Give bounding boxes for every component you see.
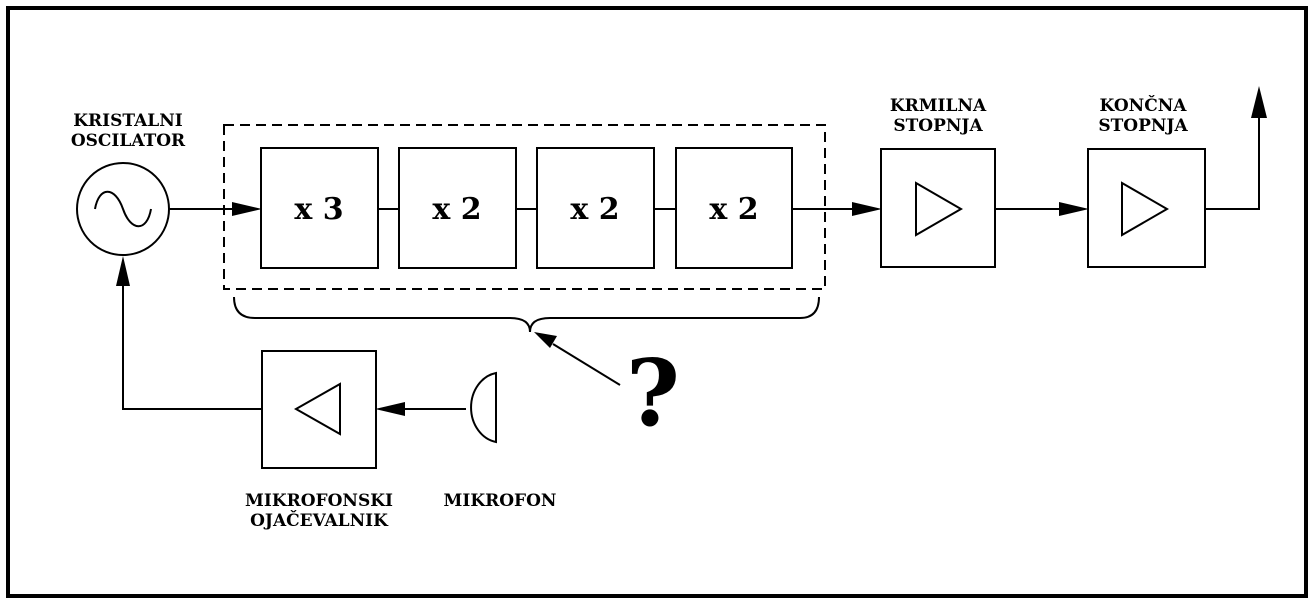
output-arrowhead bbox=[1251, 86, 1267, 118]
multiplier-x2-label-2: x 2 bbox=[570, 192, 619, 227]
mic-amp-to-oscillator-wire bbox=[122, 278, 262, 410]
mic-amplifier-block bbox=[261, 350, 377, 469]
driver-to-final-arrowhead bbox=[1059, 202, 1089, 216]
amplifier-triangle-icon bbox=[1121, 181, 1169, 237]
frequency-multiplier-group bbox=[223, 124, 826, 290]
multiplier-x3-label: x 3 bbox=[294, 192, 343, 227]
mic-amplifier-label-line2: OJAČEVALNIK bbox=[250, 510, 389, 531]
amplifier-triangle-icon bbox=[293, 382, 341, 436]
mic-amplifier-label-line1: MIKROFONSKI bbox=[245, 491, 393, 511]
multiplier-to-driver-arrowhead bbox=[852, 202, 882, 216]
multiplier-x2-label-3: x 2 bbox=[709, 192, 758, 227]
amplifier-triangle-icon bbox=[915, 181, 963, 237]
driver-stage-block bbox=[880, 148, 996, 268]
multiplier-x2-label-1: x 2 bbox=[432, 192, 481, 227]
final-stage-label-line1: KONČNA bbox=[1100, 95, 1188, 116]
question-pointer-arrowhead bbox=[534, 332, 557, 348]
microphone-icon bbox=[470, 371, 497, 444]
output-wire bbox=[1205, 108, 1260, 210]
diagram-frame bbox=[6, 6, 1308, 598]
mic-to-amp-arrowhead bbox=[375, 402, 405, 416]
final-stage-block bbox=[1087, 148, 1206, 268]
multiplier-x2-block-2: x 2 bbox=[536, 147, 655, 269]
multiplier-x3-block: x 3 bbox=[260, 147, 379, 269]
driver-stage-label-line1: KRMILNA bbox=[890, 96, 987, 116]
question-pointer-line bbox=[552, 343, 621, 386]
osc-to-multiplier-arrowhead bbox=[232, 202, 262, 216]
oscillator-label-line1: KRISTALNI bbox=[73, 111, 183, 131]
mic-amp-to-oscillator-arrowhead bbox=[116, 256, 130, 286]
oscillator-label-line2: OSCILATOR bbox=[71, 131, 186, 151]
sine-wave-icon bbox=[94, 190, 152, 228]
multiplier-x2-block-1: x 2 bbox=[398, 147, 517, 269]
microphone-label: MIKROFON bbox=[444, 491, 557, 511]
driver-stage-label-line2: STOPNJA bbox=[893, 116, 983, 136]
multiplier-x2-block-3: x 2 bbox=[675, 147, 793, 269]
multiplier-group-brace bbox=[233, 296, 820, 333]
crystal-oscillator bbox=[76, 162, 170, 256]
final-stage-label-line2: STOPNJA bbox=[1098, 116, 1188, 136]
question-mark: ? bbox=[626, 339, 680, 447]
